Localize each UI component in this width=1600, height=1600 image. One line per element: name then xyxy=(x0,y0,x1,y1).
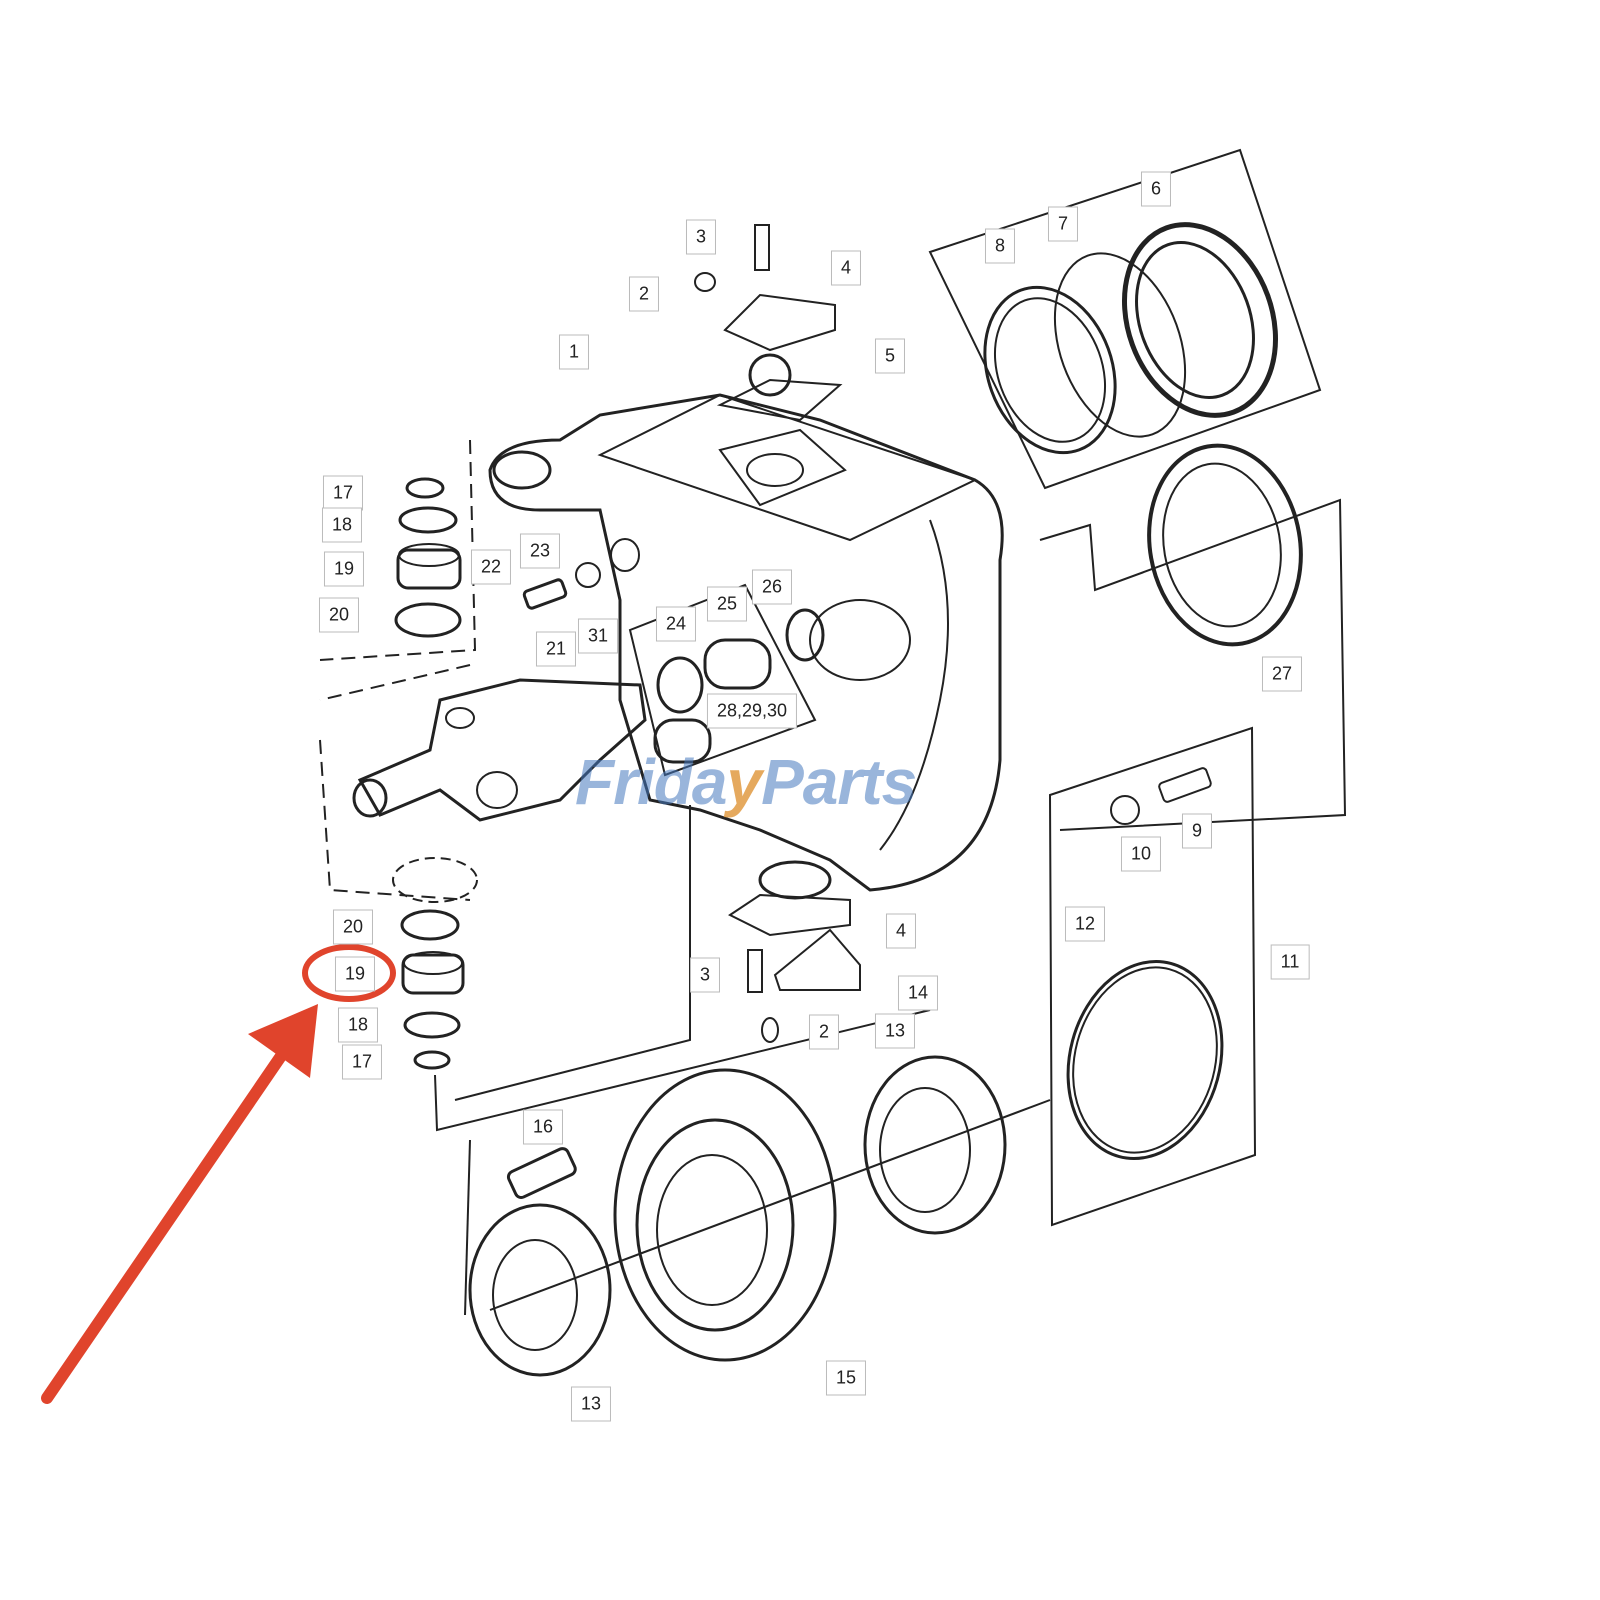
seal-27 xyxy=(1147,443,1303,647)
nut-10 xyxy=(1110,795,1140,825)
callout-label: 14 xyxy=(897,975,939,1011)
arrowhead-icon xyxy=(248,1004,318,1078)
bearing-19-bottom xyxy=(401,953,465,995)
pivot-cap-top xyxy=(723,293,836,352)
callout-label: 22 xyxy=(470,549,512,585)
callout-label: 15 xyxy=(825,1360,867,1396)
bearing-13-right xyxy=(863,1055,1007,1235)
callout-label: 3 xyxy=(689,957,721,993)
bolt-9 xyxy=(1158,767,1212,803)
callout-label: 20 xyxy=(332,909,374,945)
knuckle-housing xyxy=(488,393,1004,892)
callout-label: 21 xyxy=(535,631,577,667)
watermark-logo: FridayParts xyxy=(575,746,917,818)
callout-label: 2 xyxy=(808,1014,840,1050)
callout-label: 7 xyxy=(1047,206,1079,242)
callout-label: 4 xyxy=(830,250,862,286)
callout-label: 11 xyxy=(1270,944,1310,980)
callout-label: 17 xyxy=(341,1044,383,1080)
bearing-13-left xyxy=(468,1203,612,1377)
o-ring-12 xyxy=(1066,959,1224,1161)
callout-label: 9 xyxy=(1181,813,1213,849)
seal-ring-6 xyxy=(983,285,1117,455)
plate-14 xyxy=(773,928,861,991)
ring-17-top xyxy=(405,477,445,499)
callout-label: 25 xyxy=(706,586,748,622)
drive-shaft-21 xyxy=(357,678,647,822)
pivot-cap-bottom xyxy=(728,893,851,937)
highlight-circle xyxy=(302,944,396,1002)
callout-label: 6 xyxy=(1140,171,1172,207)
cup-20-bottom xyxy=(400,909,460,941)
bolt-3-bottom xyxy=(747,949,763,993)
bearing-19-top xyxy=(396,548,462,590)
callout-label: 27 xyxy=(1261,656,1303,692)
callout-label: 23 xyxy=(519,533,561,569)
seal-24 xyxy=(656,656,704,714)
cup-20-top xyxy=(394,602,462,638)
callout-label: 2 xyxy=(628,276,660,312)
callout-label: 18 xyxy=(337,1007,379,1043)
hub-15 xyxy=(613,1068,837,1362)
kit-frame-11 xyxy=(1048,726,1257,1227)
cone-18-bottom xyxy=(403,1011,461,1039)
plate xyxy=(718,428,847,507)
bushing-25 xyxy=(703,638,772,690)
callout-label: 13 xyxy=(570,1386,612,1422)
shim-5 xyxy=(716,378,843,422)
seal-8 xyxy=(1121,222,1279,418)
callout-label: 3 xyxy=(685,219,717,255)
cone-18-top xyxy=(398,506,458,534)
callout-label: 12 xyxy=(1064,906,1106,942)
seal-26 xyxy=(785,608,825,662)
callout-label: 18 xyxy=(321,507,363,543)
callout-label: 26 xyxy=(751,569,793,605)
callout-label: 16 xyxy=(522,1109,564,1145)
callout-label: 24 xyxy=(655,606,697,642)
callout-label-highlighted: 19 xyxy=(334,956,376,992)
callout-label: 19 xyxy=(323,551,365,587)
bushing-kit-frame xyxy=(628,583,817,777)
highlight-arrow xyxy=(41,1034,298,1404)
callout-label: 28,29,30 xyxy=(706,693,798,729)
o-ring-7 xyxy=(1053,252,1187,438)
callout-label: 20 xyxy=(318,597,360,633)
ring-17-bottom xyxy=(413,1050,451,1070)
callout-label: 10 xyxy=(1120,836,1162,872)
callout-label: 5 xyxy=(874,338,906,374)
bolt-22 xyxy=(522,578,568,610)
callout-label: 13 xyxy=(874,1013,916,1049)
seal-kit-frame xyxy=(928,148,1322,490)
callout-label: 31 xyxy=(577,618,619,654)
bolt-3-top xyxy=(754,224,770,271)
bolt-16 xyxy=(506,1147,577,1199)
callout-label: 17 xyxy=(322,475,364,511)
bushing-28 xyxy=(653,718,712,764)
callout-label: 4 xyxy=(885,913,917,949)
callout-label: 8 xyxy=(984,228,1016,264)
callout-label: 1 xyxy=(558,334,590,370)
